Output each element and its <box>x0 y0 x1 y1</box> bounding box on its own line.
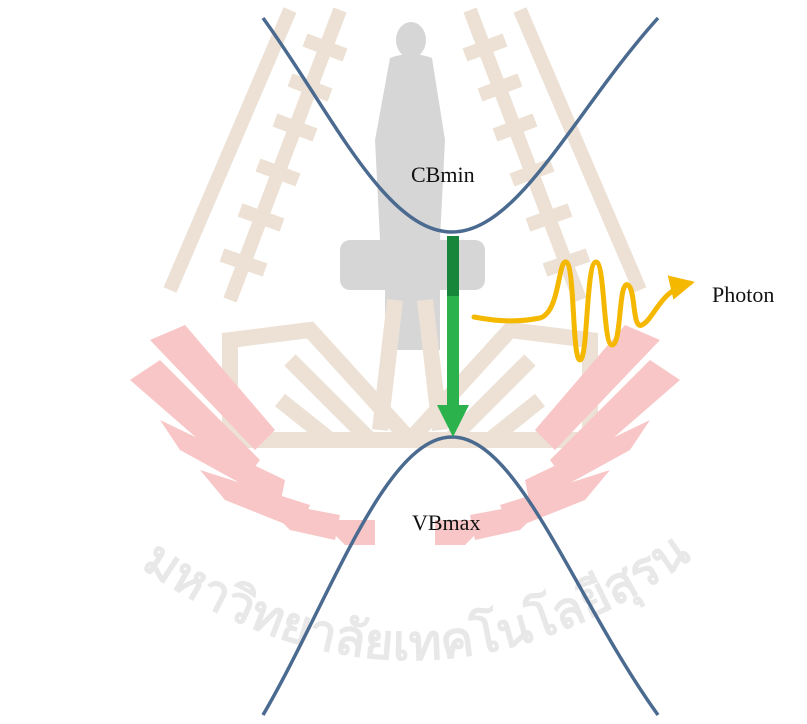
conduction-band-label: CBmin <box>411 162 475 187</box>
valence-band-label: VBmax <box>412 510 480 535</box>
photon-label: Photon <box>712 282 774 307</box>
